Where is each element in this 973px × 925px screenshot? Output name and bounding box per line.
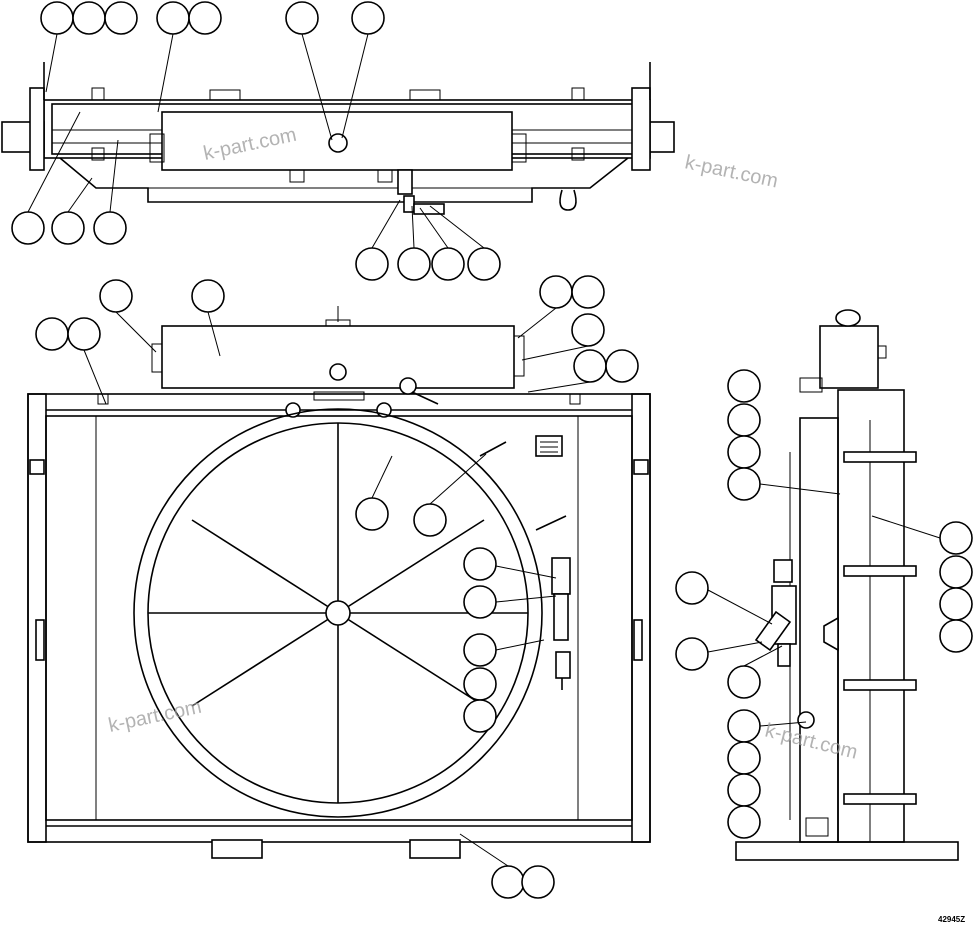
leader-lines — [27, 33, 941, 867]
watermark: k-part.com — [683, 151, 780, 192]
front-view — [27, 306, 651, 859]
drawing-code: 42945Z — [938, 915, 965, 924]
callout-bubbles — [11, 1, 973, 899]
side-view — [735, 309, 959, 861]
top-view — [1, 62, 675, 215]
